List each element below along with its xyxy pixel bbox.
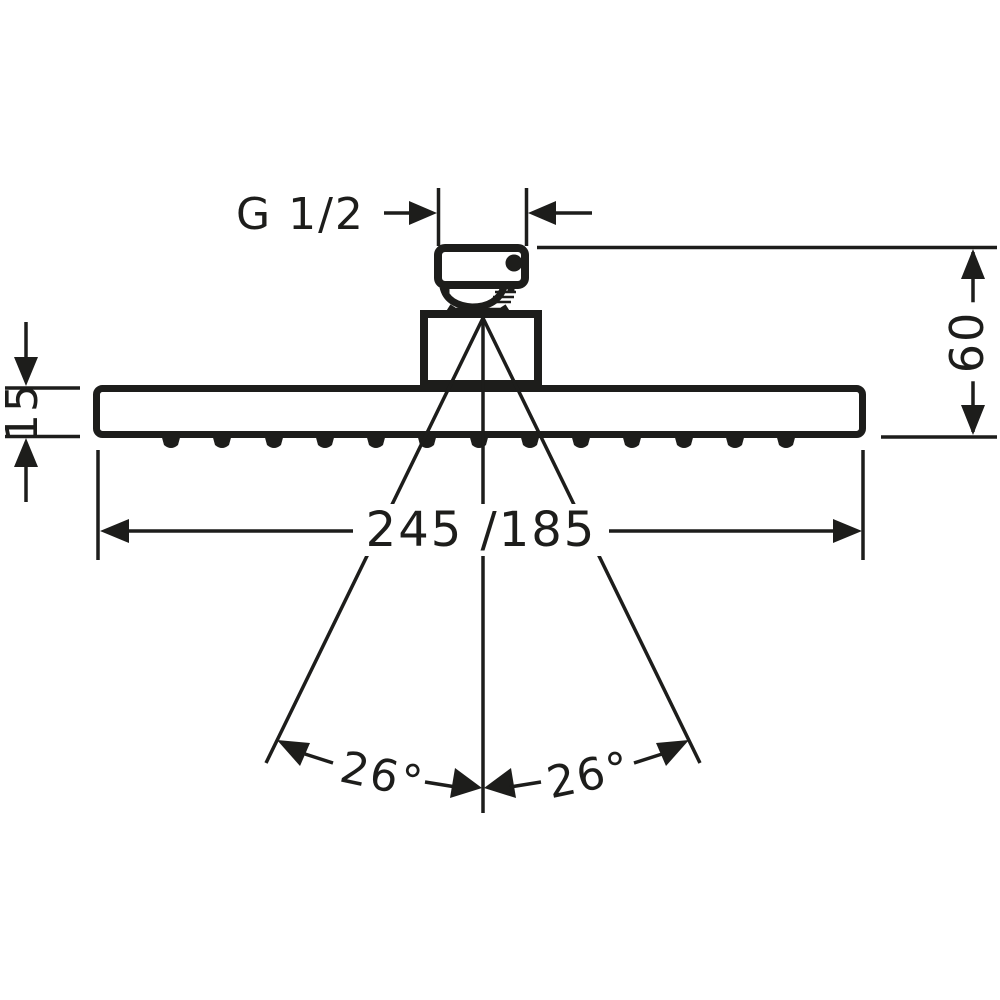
arrowhead-down-icon <box>14 357 38 386</box>
arrowhead-upright-icon <box>656 740 689 766</box>
thickness-dimension-label: 15 <box>0 382 48 442</box>
arrowhead-right-icon <box>450 768 482 798</box>
showerhead-body <box>93 385 866 438</box>
dimension-thickness-15 <box>5 322 80 502</box>
width-dimension-label: 245 /185 <box>357 504 605 556</box>
connector-nut <box>434 244 529 289</box>
nut-detail-dot <box>505 254 523 272</box>
arrowhead-left-icon <box>484 768 516 798</box>
dimension-width <box>96 450 865 560</box>
dimension-thread <box>384 188 592 246</box>
arrowhead-upleft-icon <box>277 740 310 766</box>
spray-nozzles <box>161 434 796 448</box>
arrowhead-up-icon <box>961 249 985 279</box>
arrowhead-right-icon <box>409 201 437 225</box>
arrowhead-left-icon <box>528 201 556 225</box>
arrowhead-right-icon <box>833 519 862 543</box>
dimension-spray-angle <box>277 740 689 798</box>
arrowhead-down-icon <box>961 405 985 435</box>
height-dimension-label: 60 <box>940 302 994 382</box>
arrowhead-left-icon <box>100 519 129 543</box>
arrowhead-up-icon <box>14 438 38 467</box>
thread-size-label: G 1/2 <box>236 189 365 240</box>
